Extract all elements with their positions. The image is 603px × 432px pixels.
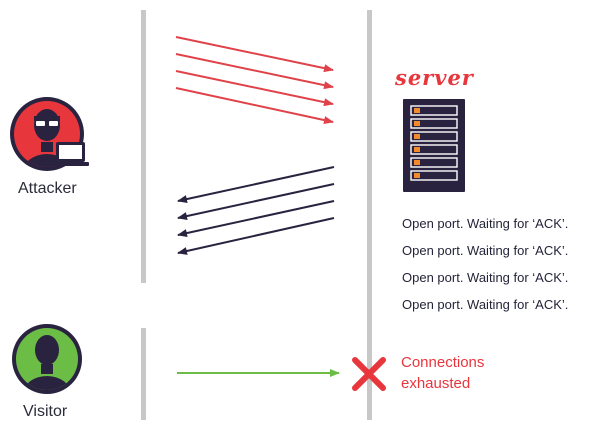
server-lane-line <box>367 10 372 420</box>
connections-exhausted-text: Connections exhausted <box>401 352 484 394</box>
syn-arrow <box>175 70 334 107</box>
reply-arrow <box>177 183 335 220</box>
server-title: server <box>395 65 474 90</box>
server-status-line: Open port. Waiting for ‘ACK’. <box>402 270 569 285</box>
reply-arrow <box>177 166 335 203</box>
syn-arrow <box>175 87 334 125</box>
server-status-line: Open port. Waiting for ‘ACK’. <box>402 297 569 312</box>
connections-exhausted-line1: Connections <box>401 354 485 371</box>
attacker-lane-line <box>141 10 146 283</box>
attacker-label: Attacker <box>18 180 77 197</box>
reply-arrow <box>177 200 335 237</box>
visitor-label: Visitor <box>23 403 68 420</box>
syn-arrow <box>175 53 334 90</box>
syn-request-arrows <box>175 36 334 125</box>
visitor-lane-line <box>141 328 146 420</box>
syn-arrow <box>175 36 334 73</box>
visitor-avatar-icon <box>12 324 82 394</box>
syn-ack-reply-arrows <box>177 166 335 255</box>
server-rack-icon <box>403 99 465 192</box>
laptop-icon <box>52 142 89 166</box>
server-status-line: Open port. Waiting for ‘ACK’. <box>402 243 569 258</box>
reply-arrow <box>177 217 335 255</box>
connection-failed-x-icon <box>352 357 386 391</box>
attacker-avatar-icon <box>10 97 89 171</box>
connections-exhausted-line2: exhausted <box>401 375 471 392</box>
server-status-line: Open port. Waiting for ‘ACK’. <box>402 216 569 231</box>
